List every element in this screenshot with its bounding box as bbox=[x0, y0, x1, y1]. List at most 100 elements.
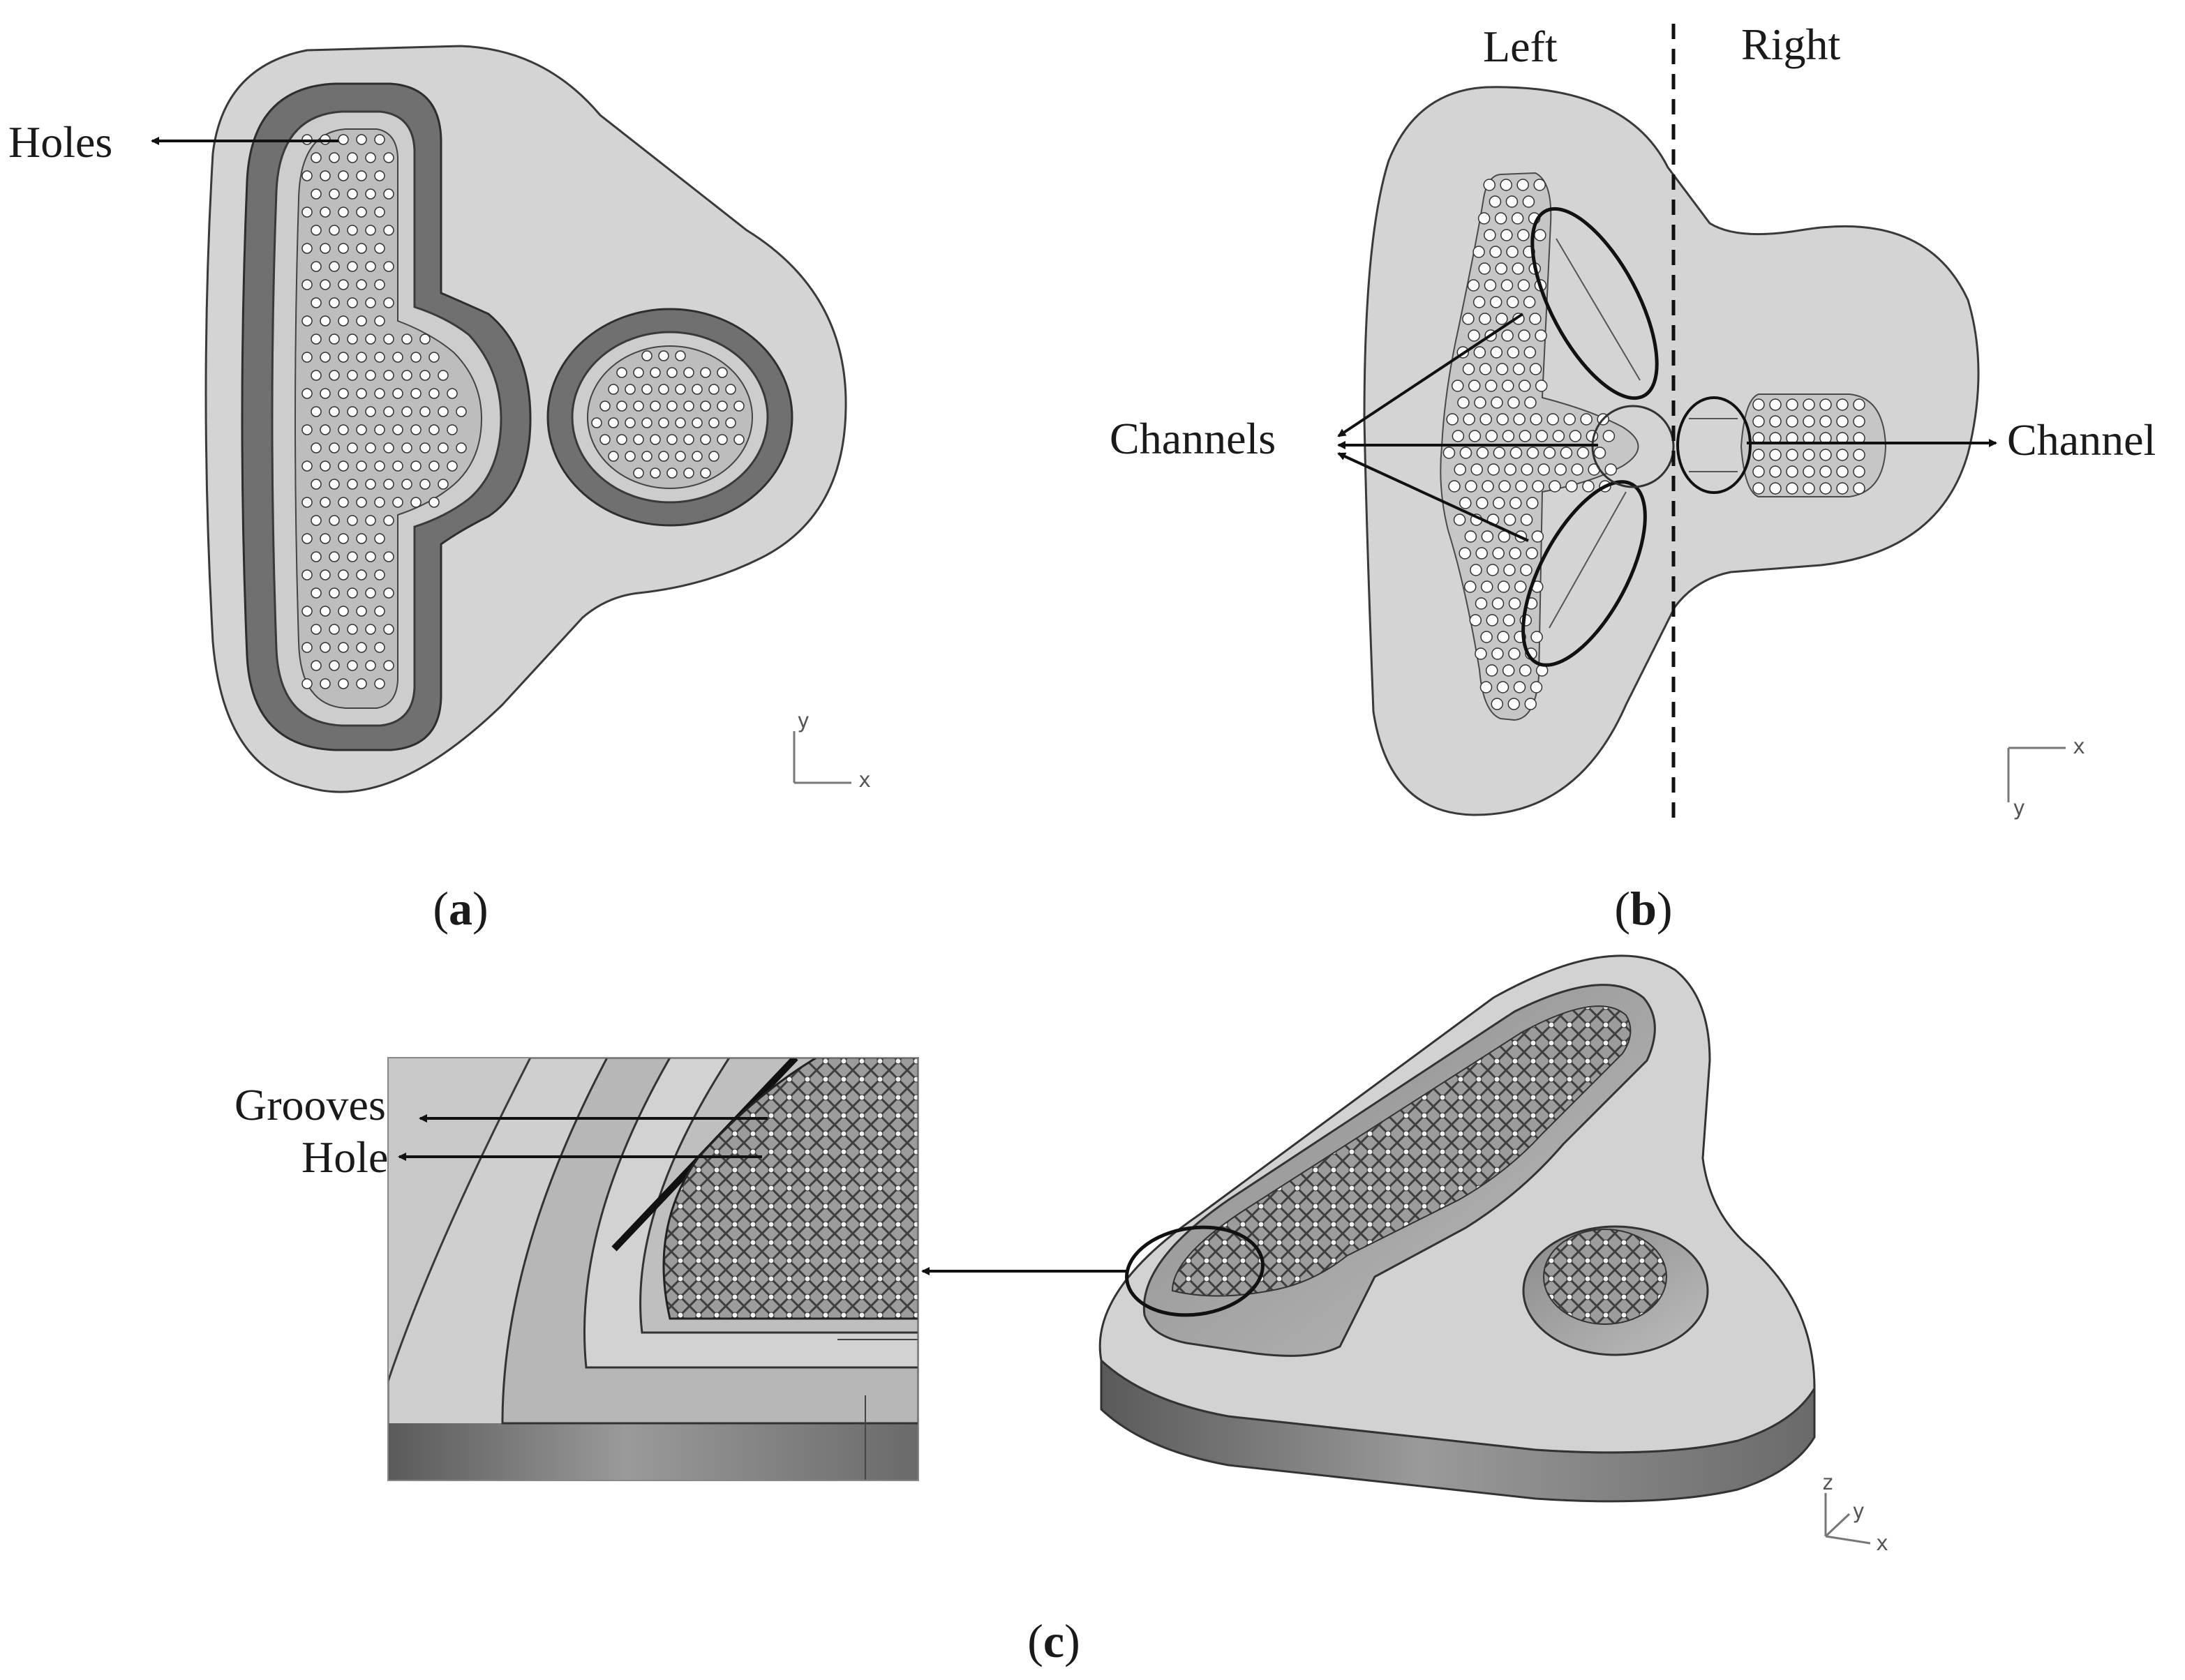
hole bbox=[1535, 430, 1549, 442]
hole bbox=[1482, 480, 1494, 493]
hole bbox=[311, 406, 322, 417]
hole bbox=[383, 624, 394, 635]
hole bbox=[1509, 497, 1522, 509]
hole bbox=[1485, 430, 1498, 442]
channels-arrow-upper bbox=[1337, 313, 1524, 437]
hole bbox=[419, 370, 431, 381]
hole bbox=[338, 569, 349, 580]
panel-b-axis-y: y bbox=[2013, 796, 2025, 820]
hole bbox=[383, 152, 394, 163]
hole bbox=[410, 388, 422, 399]
hole bbox=[1549, 480, 1561, 493]
hole bbox=[717, 400, 728, 412]
hole bbox=[301, 606, 313, 617]
hole bbox=[311, 152, 322, 163]
panel-c-axis-z: z bbox=[1821, 1471, 1834, 1495]
hole bbox=[301, 460, 313, 472]
hole bbox=[329, 624, 340, 635]
hole bbox=[329, 225, 340, 236]
hole bbox=[1486, 614, 1499, 627]
hole bbox=[338, 134, 349, 145]
hole bbox=[311, 479, 322, 490]
hole bbox=[708, 417, 719, 428]
hole bbox=[356, 424, 367, 435]
hole bbox=[1491, 647, 1504, 660]
hole bbox=[301, 678, 313, 689]
hole bbox=[1752, 465, 1765, 478]
hole bbox=[733, 400, 745, 412]
panel-a-axis-x: x bbox=[858, 768, 871, 793]
hole bbox=[1459, 447, 1472, 459]
hole bbox=[1515, 480, 1528, 493]
hole bbox=[301, 279, 313, 290]
hole bbox=[383, 297, 394, 308]
hole bbox=[717, 367, 728, 378]
hole bbox=[1505, 195, 1519, 208]
hole bbox=[374, 315, 385, 327]
hole bbox=[329, 660, 340, 671]
hole bbox=[338, 678, 349, 689]
hole bbox=[356, 460, 367, 472]
hole bbox=[1523, 296, 1536, 308]
hole bbox=[1530, 413, 1542, 426]
hole bbox=[692, 417, 703, 428]
hole bbox=[447, 424, 458, 435]
hole bbox=[658, 350, 669, 361]
hole bbox=[301, 243, 313, 254]
hole bbox=[683, 434, 694, 445]
hole bbox=[419, 406, 431, 417]
hole bbox=[1554, 463, 1567, 476]
hole bbox=[1752, 449, 1765, 461]
hole bbox=[301, 533, 313, 544]
hole bbox=[1803, 449, 1815, 461]
hole bbox=[311, 297, 322, 308]
hole bbox=[1452, 430, 1465, 442]
hole bbox=[347, 479, 358, 490]
hole bbox=[1486, 564, 1499, 576]
hole bbox=[1459, 497, 1472, 509]
hole bbox=[374, 424, 385, 435]
hole bbox=[1472, 296, 1486, 308]
left-label: Left bbox=[1483, 22, 1558, 71]
hole bbox=[329, 370, 340, 381]
hole bbox=[301, 315, 313, 327]
hole bbox=[365, 370, 376, 381]
hole bbox=[338, 170, 349, 181]
hole bbox=[374, 533, 385, 544]
hole bbox=[633, 367, 644, 378]
hole bbox=[365, 624, 376, 635]
hole bbox=[320, 460, 331, 472]
hole bbox=[356, 569, 367, 580]
hole bbox=[374, 207, 385, 218]
hole bbox=[1543, 447, 1556, 459]
hole bbox=[700, 434, 711, 445]
hole bbox=[1494, 212, 1507, 225]
panel-c: Grooves Hole z y x (c) bbox=[234, 954, 1888, 1667]
hole bbox=[1508, 647, 1521, 660]
hole bbox=[329, 333, 340, 345]
hole bbox=[301, 207, 313, 218]
hole bbox=[338, 243, 349, 254]
hole bbox=[1803, 465, 1815, 478]
hole bbox=[383, 587, 394, 599]
hole bbox=[1520, 513, 1533, 526]
hole bbox=[625, 384, 636, 395]
hole bbox=[338, 424, 349, 435]
hole bbox=[1470, 564, 1482, 576]
hole bbox=[320, 170, 331, 181]
holes-label: Holes bbox=[8, 117, 112, 167]
hole bbox=[374, 243, 385, 254]
hole bbox=[1519, 664, 1532, 677]
hole bbox=[1819, 482, 1832, 495]
iso-part-large-well-lattice bbox=[1171, 1005, 1632, 1297]
hole bbox=[1769, 465, 1782, 478]
panel-a-small-well-holes bbox=[591, 350, 745, 479]
hole bbox=[329, 551, 340, 562]
hole bbox=[1464, 530, 1477, 543]
hole bbox=[1512, 363, 1526, 375]
hole bbox=[347, 660, 358, 671]
hole bbox=[658, 451, 669, 462]
hole bbox=[419, 333, 431, 345]
hole bbox=[1524, 698, 1537, 710]
iso-part bbox=[1098, 954, 1816, 1503]
